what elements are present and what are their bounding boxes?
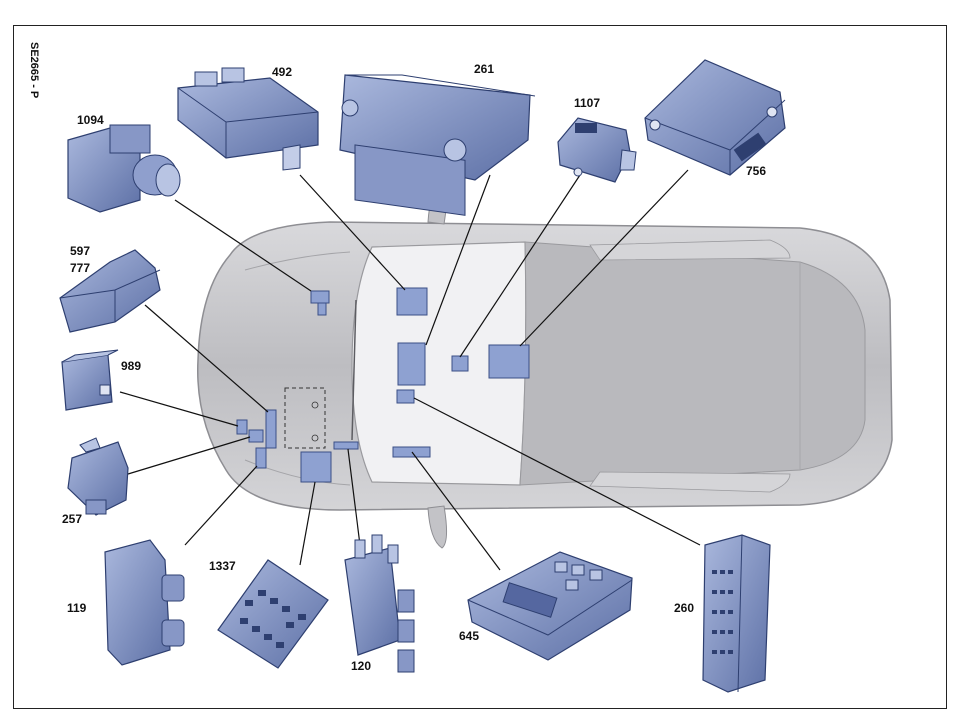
marker-989 <box>236 419 248 435</box>
label-597: 597 <box>70 244 90 258</box>
label-989: 989 <box>121 359 141 373</box>
leader-lines <box>119 169 701 571</box>
label-120: 120 <box>351 659 371 673</box>
component-261 <box>339 74 536 216</box>
label-260: 260 <box>674 601 694 615</box>
label-119: 119 <box>67 601 87 615</box>
label-492: 492 <box>272 65 292 79</box>
label-645: 645 <box>459 629 479 643</box>
marker-645 <box>392 446 431 458</box>
component-645 <box>467 551 633 661</box>
car-top-view <box>196 181 893 549</box>
component-492 <box>177 67 319 171</box>
component-1337 <box>217 559 329 669</box>
marker-120 <box>333 441 359 450</box>
label-756: 756 <box>746 164 766 178</box>
component-120 <box>344 534 415 673</box>
component-260 <box>702 534 771 693</box>
component-119 <box>104 539 185 666</box>
reference-code: SE2665 - P <box>28 42 40 98</box>
marker-597 <box>265 409 277 449</box>
component-257 <box>67 437 129 516</box>
marker-119 <box>255 447 267 469</box>
car-roof <box>519 241 866 486</box>
marker-492 <box>396 287 428 316</box>
marker-756 <box>488 344 530 379</box>
component-597-777 <box>59 249 161 333</box>
marker-260 <box>396 389 415 404</box>
marker-1094 <box>310 290 330 304</box>
label-1094: 1094 <box>77 113 104 127</box>
marker-1107 <box>451 355 469 372</box>
marker-257 <box>248 429 264 443</box>
marker-1337 <box>300 451 332 483</box>
component-1094 <box>67 124 181 213</box>
component-labels: 492 261 1107 1094 756 597 777 989 257 11… <box>62 62 766 673</box>
mirror-right <box>427 505 448 549</box>
component-989 <box>61 349 119 411</box>
label-1337: 1337 <box>209 559 236 573</box>
module-markers <box>236 287 530 483</box>
label-257: 257 <box>62 512 82 526</box>
marker-261 <box>397 342 426 386</box>
label-1107: 1107 <box>574 96 600 110</box>
component-756 <box>644 59 786 176</box>
label-261: 261 <box>474 62 494 76</box>
label-777: 777 <box>70 261 90 275</box>
component-1107 <box>557 117 637 183</box>
fuse-area-outline <box>284 387 326 449</box>
